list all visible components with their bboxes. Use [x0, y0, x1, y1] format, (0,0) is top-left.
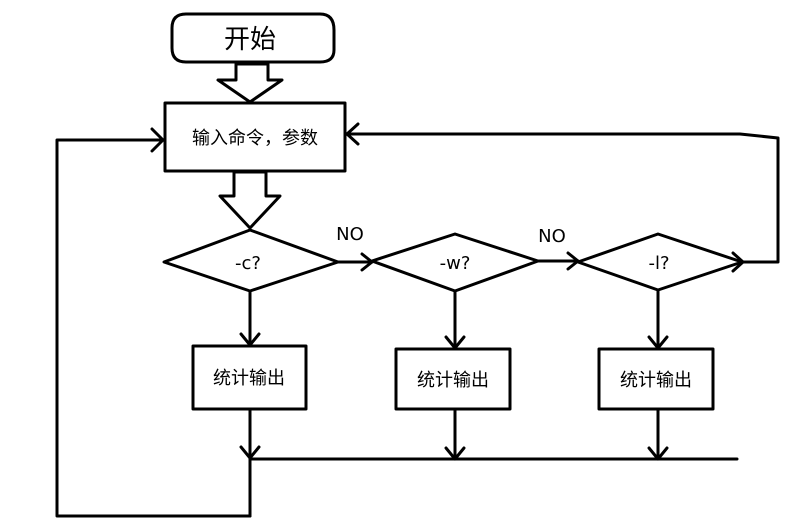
input-label: 输入命令，参数	[192, 128, 318, 149]
loop-right-arrowhead	[345, 122, 360, 146]
decision-c-label: -c?	[235, 253, 261, 274]
input-node	[163, 101, 347, 173]
output-c-label: 统计输出	[213, 368, 285, 389]
output-c-node	[191, 344, 308, 411]
edge-c-to-w-label: NO	[336, 224, 364, 245]
decision-l-label: -l?	[648, 253, 669, 274]
arrow-input-to-decision-c	[218, 170, 282, 230]
output-l-node	[597, 347, 715, 411]
loop-right-tick	[731, 251, 745, 273]
edge-w-to-l-arrowhead	[566, 251, 580, 271]
arrow-start-to-input	[216, 62, 284, 104]
output-w-label: 统计输出	[417, 370, 489, 391]
loop-left-arrowhead	[150, 127, 165, 153]
decision-w-label: -w?	[440, 253, 471, 274]
output-w-node	[394, 347, 512, 411]
loop-left	[55, 138, 252, 518]
edge-c-to-w-arrowhead	[360, 252, 374, 272]
start-label: 开始	[224, 25, 276, 55]
edge-w-to-l-label: NO	[538, 226, 566, 247]
start-node	[170, 12, 336, 64]
loop-right	[345, 132, 780, 264]
output-l-label: 统计输出	[620, 370, 692, 391]
